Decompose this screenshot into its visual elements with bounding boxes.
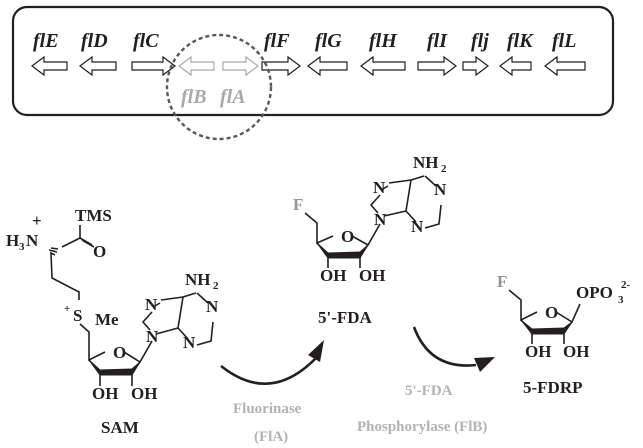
- fdrp-ring-o: O: [545, 303, 558, 322]
- fda-nh2: NH: [413, 153, 439, 172]
- sam-oh-1: OH: [92, 384, 118, 403]
- sam-nh2: NH: [185, 270, 211, 289]
- reaction-arrow-2: [412, 326, 495, 372]
- sam-label: SAM: [101, 418, 139, 437]
- sam-amine-plus: +: [32, 211, 42, 230]
- sam-oh-2: OH: [131, 384, 157, 403]
- gene-arrow-flF: [261, 55, 301, 77]
- gene-label-flG: flG: [315, 30, 342, 52]
- arrowhead-2: [474, 357, 495, 372]
- fdrp-phosphate-charge: 2-: [621, 279, 631, 291]
- gene-label-flE: flE: [33, 30, 59, 52]
- gene-label-flH: flH: [369, 30, 398, 52]
- fda-n7: N: [373, 178, 386, 197]
- fda-label: 5'-FDA: [318, 308, 373, 327]
- gene-arrow-flB: [178, 55, 215, 77]
- gene-arrow-flL: [544, 55, 586, 77]
- molecule-fdrp: F O OPO 3 2- OH OH 5-FDRP: [497, 272, 631, 397]
- highlight-dashed-circle: [165, 33, 273, 141]
- fda-n9: N: [374, 210, 387, 229]
- gene-arrows: [31, 55, 586, 77]
- sam-tms: TMS: [75, 206, 112, 225]
- enzyme-fluorinase-label: Fluorinase: [233, 401, 302, 417]
- arrowhead-1: [308, 340, 324, 362]
- gene-arrow-flA: [222, 55, 259, 77]
- molecule-fda: F O OH OH NH 2 N N N N 5'-FDA: [293, 153, 447, 327]
- sam-carbonyl-o: O: [93, 242, 106, 261]
- fda-fluorine: F: [293, 195, 303, 214]
- sam-methyl: Me: [95, 310, 119, 329]
- gene-label-flI: flI: [427, 30, 448, 52]
- sam-ring-o: O: [113, 343, 126, 362]
- reaction-arrow-1: [220, 340, 324, 385]
- gene-label-flj: flj: [471, 30, 489, 52]
- gene-label-flL: flL: [552, 30, 576, 52]
- gene-label-flD: flD: [81, 30, 108, 52]
- gene-arrow-flH: [360, 55, 406, 77]
- sam-n9: N: [146, 327, 159, 346]
- fda-n3: N: [411, 217, 424, 236]
- sam-nh2-sub: 2: [213, 280, 219, 292]
- fda-n1: N: [434, 180, 447, 199]
- gene-label-flF: flF: [264, 30, 290, 52]
- sam-amine-h: H: [6, 231, 19, 250]
- sam-sulfonium-plus: +: [64, 303, 70, 315]
- gene-label-flB: flB: [181, 86, 207, 108]
- fda-nh2-sub: 2: [441, 163, 447, 175]
- fdrp-oh-1: OH: [525, 342, 551, 361]
- gene-arrow-flG: [307, 55, 348, 77]
- gene-cluster-frame: [11, 5, 615, 117]
- gene-label-flC: flC: [133, 30, 159, 52]
- fdrp-fluorine: F: [497, 272, 507, 291]
- fdrp-oh-2: OH: [563, 342, 589, 361]
- gene-arrow-flI: [417, 55, 457, 77]
- gene-arrow-flC: [131, 55, 176, 77]
- fda-oh-2: OH: [359, 266, 385, 285]
- gene-labels: flE flD flC flF flG flH flI flj flK flL …: [33, 30, 576, 108]
- sam-amine-n: N: [26, 231, 39, 250]
- gene-label-flK: flK: [507, 30, 534, 52]
- fda-ring-o: O: [341, 227, 354, 246]
- fdrp-label: 5-FDRP: [523, 378, 582, 397]
- gene-label-flA: flA: [220, 86, 246, 108]
- fdrp-phosphate-sub: 3: [618, 294, 624, 306]
- sam-amine-sub: 3: [19, 241, 25, 253]
- sam-n7: N: [145, 295, 158, 314]
- fdrp-phosphate: OPO: [576, 283, 613, 302]
- step2-substrate-label: 5'-FDA: [405, 383, 453, 399]
- fda-oh-1: OH: [320, 266, 346, 285]
- enzyme-phosphorylase-label: Phosphorylase (FlB): [357, 419, 487, 435]
- gene-arrow-flE: [31, 55, 68, 77]
- gene-arrow-flK: [499, 55, 532, 77]
- sam-n1: N: [206, 297, 219, 316]
- gene-arrow-flj: [462, 55, 489, 77]
- enzyme-fla-label: (FlA): [254, 429, 288, 445]
- gene-arrow-flD: [79, 55, 117, 77]
- sam-sulfonium-s: S: [73, 306, 82, 325]
- molecule-sam: TMS + H 3 N O + S Me O OH OH NH 2 N N N …: [6, 206, 219, 437]
